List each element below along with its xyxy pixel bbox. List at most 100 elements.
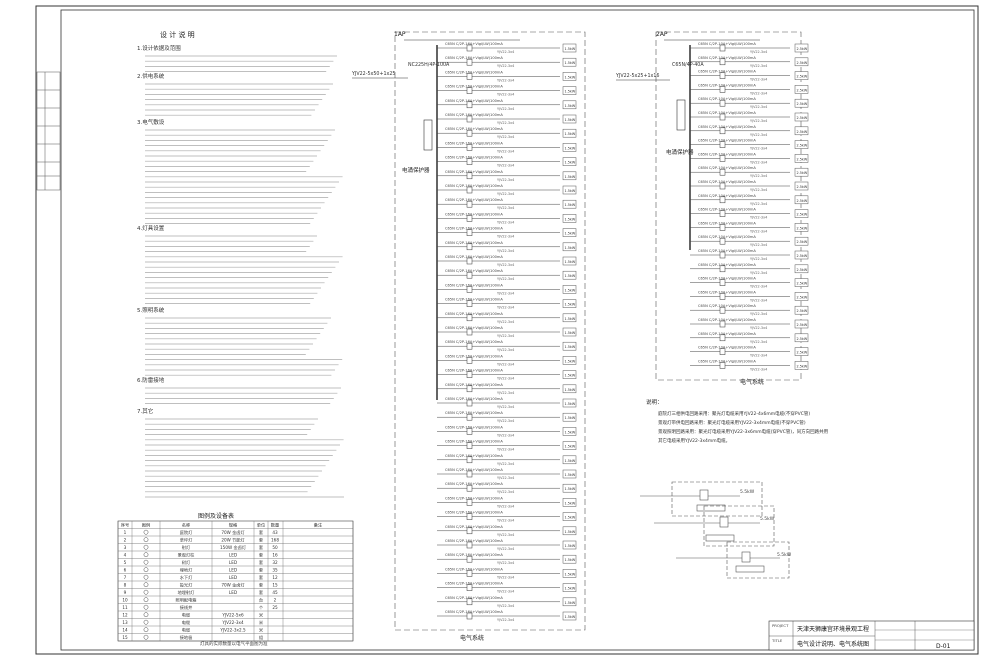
circuit-breaker-label: C65N C/2P-16A+Vigi(LW)100mA xyxy=(445,156,503,160)
circuit-cable-label: YJV22-3x4 xyxy=(750,160,767,164)
breaker-icon xyxy=(466,442,473,449)
circuit-load-label: 2.5kW xyxy=(797,323,808,327)
load-box xyxy=(562,398,577,408)
circuit-load-label: 1.5kW xyxy=(565,473,576,477)
circuit-cable-label: YJV22-3x4 xyxy=(750,50,767,54)
legend-cell: 套 xyxy=(259,544,264,551)
legend-cell: 水下灯 xyxy=(180,574,193,581)
circuit-breaker-label: C65N C/2P-16A+Vigi(LW)100mA xyxy=(445,596,503,600)
circuit-breaker-label: C65N C/2P-16A+Vigi(LW)100mA xyxy=(445,56,503,60)
legend-cell: 3 xyxy=(124,545,127,550)
legend-cell: 接线井 xyxy=(180,604,193,611)
circuit-load-label: 2.5kW xyxy=(797,337,808,341)
circuit-breaker-label: C65N C/2P-10A+Vigi(LW)100mA xyxy=(698,152,756,156)
legend-cell: 照明配电箱 xyxy=(176,597,197,604)
load-box xyxy=(562,270,577,280)
load-box xyxy=(794,71,809,80)
legend-cell: 地埋射灯 xyxy=(178,589,196,596)
circuit-load-label: 1.5kW xyxy=(565,246,576,250)
circuit-breaker-label: C65N C/2P-10A+Vigi(LW)100mA xyxy=(698,97,756,101)
project-name: 天津天狮康宫环境景观工程 xyxy=(797,625,869,633)
circuit-load-label: 2.5kW xyxy=(797,309,808,313)
circuit-breaker-label: C65N C/2P-10A+Vigi(LW)100mA xyxy=(698,235,756,239)
circuit-breaker-label: C65N C/2P-16A+Vigi(LW)100mA xyxy=(445,440,503,444)
legend-cell: 9 xyxy=(124,590,127,595)
circuit-breaker-label: C65N C/2P-16A+Vigi(LW)100mA xyxy=(445,241,503,245)
load-box xyxy=(562,143,577,152)
notes-line-4: 其它电缆采用YJV22-3x4mm电缆。 xyxy=(658,437,730,444)
legend-cell: 25 xyxy=(272,605,278,610)
circuit-load-label: 1.5kW xyxy=(565,374,576,378)
circuit-cable-label: YJV22-3x4 xyxy=(750,326,767,330)
circuit-cable-label: YJV22-3x4 xyxy=(497,320,514,324)
legend-cell: 组 xyxy=(259,634,263,640)
circuit-breaker-label: C65N C/2P-10A+Vigi(LW)100mA xyxy=(698,359,756,363)
legend-cell: 个 xyxy=(259,605,264,610)
breaker-icon xyxy=(466,371,473,378)
breaker-icon xyxy=(719,251,726,259)
circuit-breaker-label: C65N C/2P-16A+Vigi(LW)100mA xyxy=(445,141,503,145)
breaker-icon xyxy=(466,243,473,251)
circuit-cable-label: YJV22-3x4 xyxy=(497,121,514,125)
legend-cell: 埋地灯 xyxy=(180,567,193,574)
breaker-icon xyxy=(466,399,473,407)
sub-diagrams xyxy=(640,481,790,579)
circuit-cable-label: YJV22-3x4 xyxy=(497,575,514,579)
notes-line-2: 景观灯带供电回路采用：聚光灯电缆采用YJV22-3x4mm电缆(不穿PVC管) xyxy=(658,419,806,426)
load-box xyxy=(562,370,577,379)
circuit-breaker-label: C65N C/2P-16A+Vigi(LW)100mA xyxy=(445,184,503,188)
circuit-cable-label: YJV22-3x4 xyxy=(750,78,767,82)
legend-cell: 套 xyxy=(259,529,264,536)
legend-cell: LED xyxy=(229,568,237,573)
circuit-cable-label: YJV22-3x4 xyxy=(497,277,514,281)
circuit-load-label: 1.5kW xyxy=(565,317,576,321)
legend-cell: 5 xyxy=(124,560,127,565)
circuit-cable-label: YJV22-3x4 xyxy=(497,220,514,224)
load-box xyxy=(794,98,809,108)
left-main-breaker: NC225H/4P-100A xyxy=(408,62,450,68)
load-box xyxy=(562,569,577,578)
legend-cell: 套 xyxy=(259,574,264,581)
circuit-load-label: 2.5kW xyxy=(797,364,808,368)
legend-symbol-icon xyxy=(143,559,149,565)
circuit-breaker-label: C65N C/2P-10A+Vigi(LW)100mA xyxy=(698,249,756,253)
breaker-icon xyxy=(466,87,473,94)
circuit-cable-label: YJV22-3x4 xyxy=(497,334,514,338)
circuit-breaker-label: C65N C/2P-16A+Vigi(LW)100mA xyxy=(445,85,503,89)
legend-cell: LED xyxy=(229,590,237,595)
circuit-cable-label: YJV22-3x4 xyxy=(750,188,767,192)
legend-cell: 庭院灯 xyxy=(180,529,193,536)
circuit-cable-label: YJV22-3x4 xyxy=(497,93,514,97)
circuit-breaker-label: C65N C/2P-16A+Vigi(LW)100mA xyxy=(445,70,503,74)
breaker-icon xyxy=(466,215,473,222)
legend-cell: 6 xyxy=(124,568,127,573)
legend-cell: 套 xyxy=(259,537,264,544)
breaker-icon xyxy=(466,328,473,336)
load-box xyxy=(562,498,577,507)
legend-cell: 8 xyxy=(124,583,127,588)
circuit-breaker-label: C65N C/2P-16A+Vigi(LW)100mA xyxy=(445,411,503,415)
notes-title: 说明： xyxy=(646,398,663,406)
legend-cell: YJV22-3x4 xyxy=(221,620,244,625)
load-box xyxy=(562,356,577,365)
svg-text:5.5kW: 5.5kW xyxy=(740,489,755,495)
inner-border xyxy=(60,9,975,651)
breaker-icon xyxy=(719,320,726,328)
load-box xyxy=(562,43,577,53)
circuit-breaker-label: C65N C/2P-16A+Vigi(LW)100mA xyxy=(445,227,503,231)
circuit-cable-label: YJV22-3x4 xyxy=(497,50,514,54)
circuit-load-label: 1.5kW xyxy=(565,587,576,591)
circuit-cable-label: YJV22-3x4 xyxy=(497,149,514,153)
load-box xyxy=(794,333,809,343)
circuit-load-label: 1.5kW xyxy=(565,459,576,463)
circuit-load-label: 2.5kW xyxy=(797,351,808,355)
circuit-breaker-label: C65N C/2P-10A+Vigi(LW)100mA xyxy=(698,318,756,322)
circuit-cable-label: YJV22-3x4 xyxy=(497,604,514,608)
legend-cell: 70W 金卤灯 xyxy=(221,529,245,536)
load-box xyxy=(794,181,809,191)
circuit-breaker-label: C65N C/2P-16A+Vigi(LW)100mA xyxy=(445,99,503,103)
load-box xyxy=(562,469,577,479)
circuit-breaker-label: C65N C/2P-10A+Vigi(LW)100mA xyxy=(698,180,756,184)
left-system-box xyxy=(394,31,586,631)
